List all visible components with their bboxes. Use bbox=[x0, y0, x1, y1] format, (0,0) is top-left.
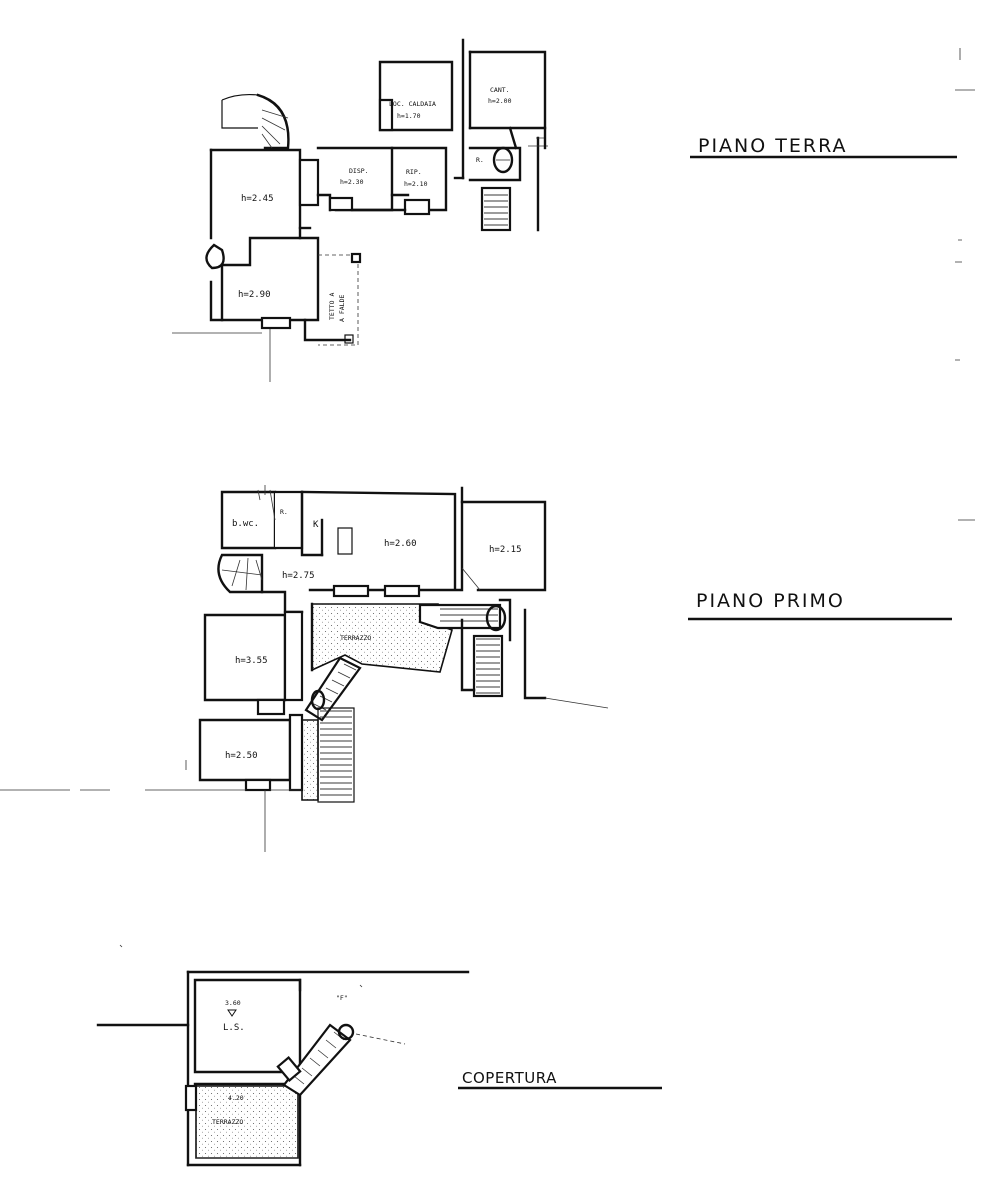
room-bottom-height: h=2.50 bbox=[225, 751, 258, 761]
first-floor-labels: b.wc. R. K h=2.60 h=2.15 h=2.75 TERRAZZO… bbox=[225, 508, 522, 761]
roof-terrace-label: TERRAZZO bbox=[212, 1118, 243, 1126]
roof-f-label: "F" bbox=[336, 994, 348, 1002]
roof-label-b: A FALDE bbox=[338, 295, 346, 322]
roof-ls-label: L.S. bbox=[223, 1023, 245, 1033]
roof-label-a: TETTO A bbox=[328, 293, 336, 320]
room-left-height: h=3.55 bbox=[235, 656, 268, 666]
first-floor-plan bbox=[0, 485, 975, 852]
room-boiler-height: h=1.70 bbox=[397, 112, 421, 120]
room-r-label: R. bbox=[476, 156, 484, 164]
room-r-label-first: R. bbox=[280, 508, 288, 516]
room-bwc-label: b.wc. bbox=[232, 519, 259, 529]
room-big-height: h=2.60 bbox=[384, 539, 417, 549]
room-cant-name: CANT. bbox=[490, 86, 510, 94]
room-lower-height: h=2.90 bbox=[238, 290, 271, 300]
first-floor-title: PIANO PRIMO bbox=[696, 590, 845, 612]
roof-title-group: COPERTURA bbox=[458, 1069, 662, 1090]
roof-level-terrace: 4.20 bbox=[228, 1094, 244, 1102]
room-rip-name: RIP. bbox=[406, 168, 422, 176]
room-disp-name: DISP. bbox=[349, 167, 369, 175]
room-main-height: h=2.45 bbox=[241, 194, 274, 204]
terrace-label-first: TERRAZZO bbox=[340, 634, 371, 642]
ground-floor-title-group: PIANO TERRA bbox=[690, 135, 957, 159]
ground-floor-title: PIANO TERRA bbox=[698, 135, 848, 157]
room-cant-height: h=2.00 bbox=[488, 97, 512, 105]
room-k-label: K bbox=[313, 520, 319, 530]
roof-labels: 3.60 L.S. "F" 4.20 TERRAZZO bbox=[212, 994, 348, 1126]
room-rip-height: h=2.10 bbox=[404, 180, 428, 188]
roof-level-top: 3.60 bbox=[225, 999, 241, 1007]
room-boiler-name: LOC. CALDAIA bbox=[389, 100, 436, 108]
corridor-height: h=2.75 bbox=[282, 571, 315, 581]
first-floor-title-group: PIANO PRIMO bbox=[688, 590, 952, 621]
roof-plan bbox=[96, 944, 470, 1167]
roof-title: COPERTURA bbox=[462, 1069, 557, 1087]
ground-floor-labels: h=2.45 h=2.90 DISP. h=2.30 RIP. h=2.10 L… bbox=[238, 86, 512, 322]
ground-floor-plan bbox=[172, 38, 975, 382]
room-disp-height: h=2.30 bbox=[340, 178, 364, 186]
room-right-height: h=2.15 bbox=[489, 545, 522, 555]
